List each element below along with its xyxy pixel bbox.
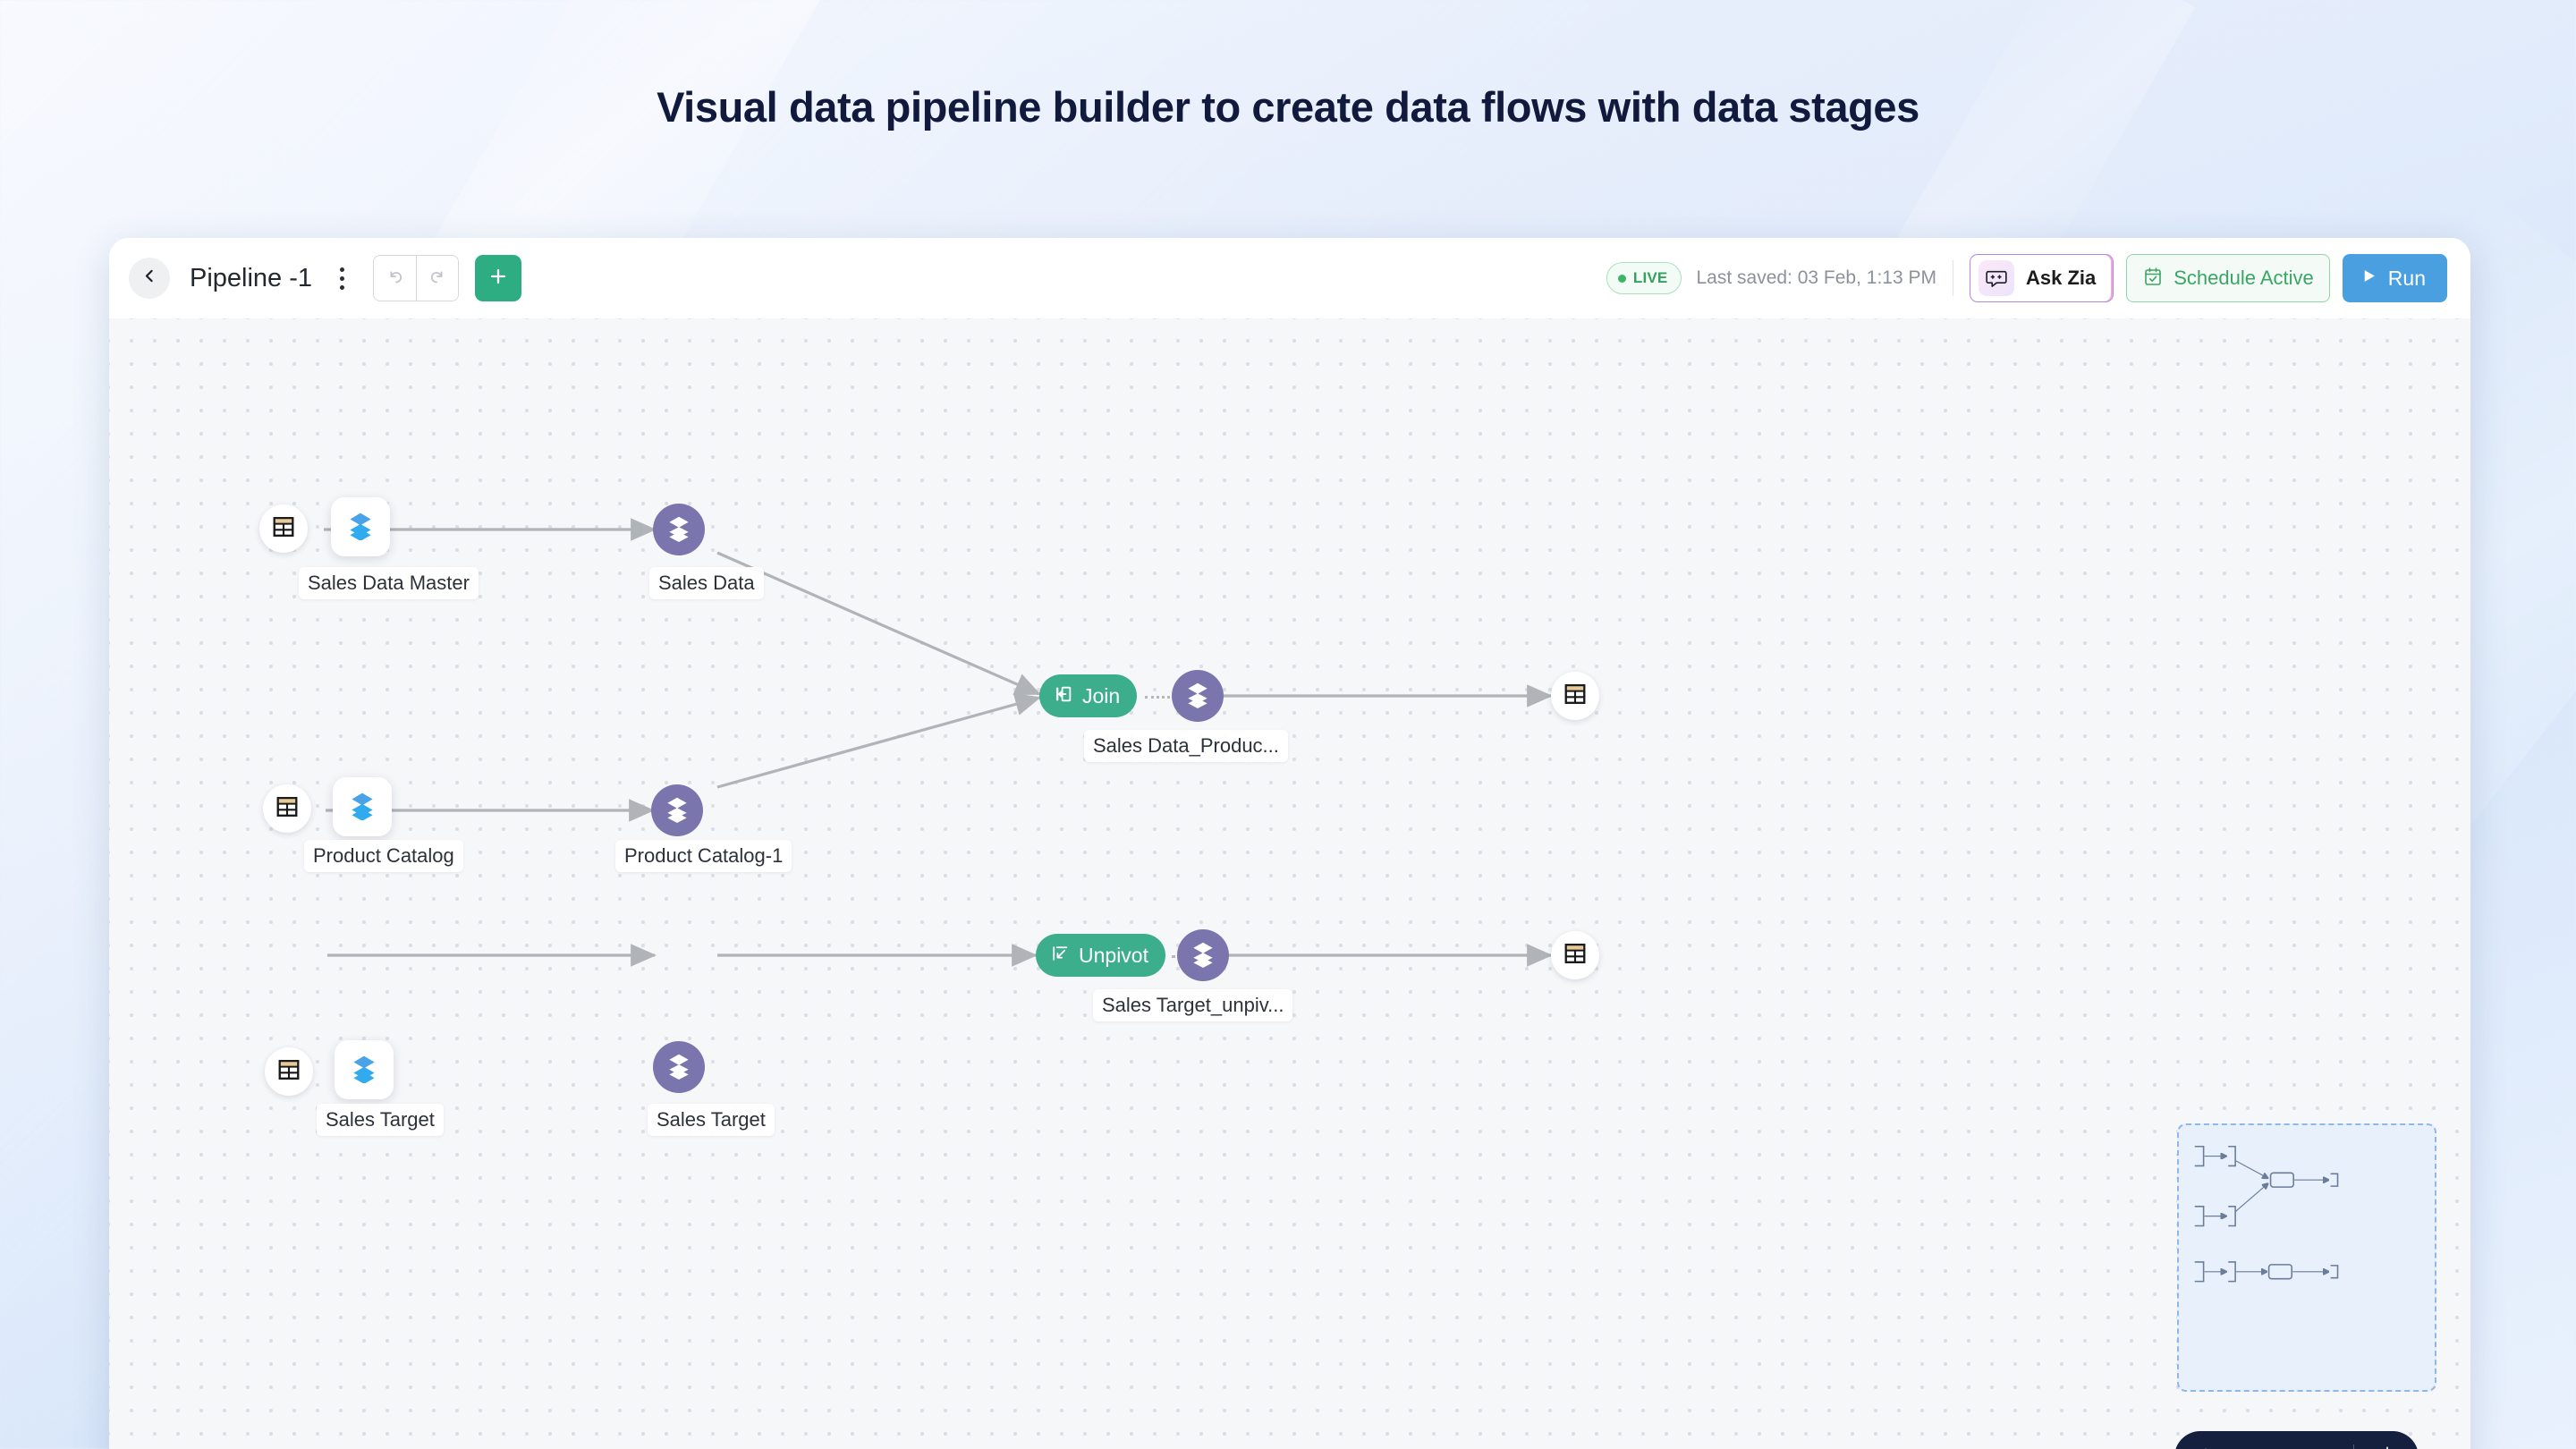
toolbar: Pipeline -1 bbox=[109, 238, 2470, 318]
live-status-badge: LIVE bbox=[1606, 262, 1682, 294]
node-label-product-catalog[interactable]: Product Catalog bbox=[304, 840, 463, 872]
zoom-controls: 100% bbox=[2174, 1431, 2419, 1449]
layers-source-icon bbox=[347, 790, 377, 825]
node-label-product-catalog-1[interactable]: Product Catalog-1 bbox=[615, 840, 792, 872]
join-icon bbox=[1054, 684, 1073, 708]
live-dot-icon bbox=[1617, 274, 1626, 283]
pipeline-name[interactable]: Pipeline -1 bbox=[190, 263, 313, 292]
unpivot-icon bbox=[1050, 944, 1070, 968]
minimap-graph bbox=[2194, 1145, 2339, 1283]
undo-button[interactable] bbox=[374, 256, 417, 301]
data-source-node-sales-target[interactable] bbox=[335, 1040, 394, 1099]
table-icon bbox=[275, 794, 300, 824]
data-source-node-sales-data-master[interactable] bbox=[331, 497, 390, 556]
zoom-divider bbox=[2353, 1445, 2354, 1449]
redo-icon bbox=[428, 267, 447, 291]
table-icon bbox=[1563, 682, 1588, 711]
back-button[interactable] bbox=[129, 258, 170, 299]
zoom-in-button[interactable] bbox=[2185, 1436, 2226, 1449]
pipeline-canvas[interactable]: Sales Data Master Sales Data bbox=[109, 318, 2470, 1449]
fit-to-screen-icon bbox=[2377, 1445, 2397, 1449]
stage-node-sales-target-unpivot[interactable] bbox=[1177, 929, 1229, 981]
table-icon bbox=[271, 514, 296, 544]
undo-icon bbox=[386, 267, 405, 291]
fit-to-screen-button[interactable] bbox=[2367, 1436, 2408, 1449]
data-source-node-product-catalog[interactable] bbox=[333, 777, 392, 836]
minimap-overview[interactable] bbox=[2177, 1123, 2436, 1392]
node-label-sales-target-source[interactable]: Sales Target bbox=[317, 1104, 444, 1136]
run-button[interactable]: Run bbox=[2342, 254, 2447, 302]
output-table-node-join[interactable] bbox=[1551, 672, 1599, 720]
pipeline-builder-card: Pipeline -1 bbox=[109, 238, 2470, 1449]
operation-label-unpivot: Unpivot bbox=[1079, 943, 1148, 967]
layers-stage-icon bbox=[1189, 939, 1217, 972]
table-icon bbox=[276, 1057, 301, 1087]
stage-node-sales-data[interactable] bbox=[653, 504, 705, 555]
stage-node-sales-target[interactable] bbox=[653, 1041, 705, 1093]
kebab-dot bbox=[339, 275, 344, 281]
zoom-level[interactable]: 100% bbox=[2230, 1445, 2296, 1449]
play-icon bbox=[2360, 267, 2377, 289]
layers-stage-icon bbox=[1183, 680, 1212, 713]
table-source-icon-sales-data-master[interactable] bbox=[259, 504, 308, 553]
node-label-sales-data-master[interactable]: Sales Data Master bbox=[299, 567, 479, 599]
table-source-icon-product-catalog[interactable] bbox=[263, 784, 311, 833]
ask-zia-label: Ask Zia bbox=[2025, 267, 2097, 289]
last-saved-text: Last saved: 03 Feb, 1:13 PM bbox=[1696, 267, 1936, 288]
dotted-connector-join bbox=[1145, 696, 1175, 699]
node-label-sales-data-product[interactable]: Sales Data_Produc... bbox=[1084, 730, 1288, 762]
undo-redo-group bbox=[373, 255, 460, 301]
zoom-out-button[interactable] bbox=[2300, 1436, 2341, 1449]
operation-node-join[interactable]: Join bbox=[1039, 674, 1138, 717]
run-label: Run bbox=[2387, 266, 2426, 290]
node-label-sales-data[interactable]: Sales Data bbox=[649, 567, 764, 599]
plus-icon bbox=[2196, 1445, 2216, 1449]
table-icon bbox=[1563, 941, 1588, 970]
stage-node-product-catalog-1[interactable] bbox=[651, 784, 703, 836]
zia-chat-icon bbox=[1978, 260, 2014, 296]
table-source-icon-sales-target[interactable] bbox=[265, 1047, 313, 1096]
edge-connectors bbox=[324, 518, 1553, 967]
output-table-node-unpivot[interactable] bbox=[1551, 931, 1599, 979]
node-label-sales-target-unpivot[interactable]: Sales Target_unpiv... bbox=[1093, 989, 1293, 1021]
plus-icon bbox=[487, 266, 509, 292]
chevron-left-icon bbox=[142, 268, 157, 288]
kebab-dot bbox=[339, 284, 344, 290]
operation-node-unpivot[interactable]: Unpivot bbox=[1036, 934, 1165, 977]
more-options-button[interactable] bbox=[330, 262, 353, 294]
minus-icon bbox=[2310, 1445, 2330, 1449]
stage-node-sales-data-product[interactable] bbox=[1172, 670, 1224, 722]
add-stage-button[interactable] bbox=[475, 255, 522, 301]
node-label-sales-target-stage[interactable]: Sales Target bbox=[648, 1104, 775, 1136]
kebab-dot bbox=[339, 267, 344, 272]
page-title: Visual data pipeline builder to create d… bbox=[657, 83, 1919, 131]
layers-stage-icon bbox=[665, 1051, 693, 1084]
redo-button[interactable] bbox=[416, 256, 459, 301]
live-label: LIVE bbox=[1632, 269, 1668, 286]
layers-stage-icon bbox=[665, 513, 693, 547]
operation-label-join: Join bbox=[1082, 683, 1121, 708]
schedule-active-label: Schedule Active bbox=[2174, 267, 2314, 289]
layers-stage-icon bbox=[663, 794, 691, 827]
layers-source-icon bbox=[345, 510, 376, 545]
ask-zia-button[interactable]: Ask Zia bbox=[1969, 254, 2114, 302]
calendar-check-icon bbox=[2142, 266, 2164, 292]
layers-source-icon bbox=[349, 1053, 379, 1088]
schedule-active-button[interactable]: Schedule Active bbox=[2126, 254, 2330, 302]
